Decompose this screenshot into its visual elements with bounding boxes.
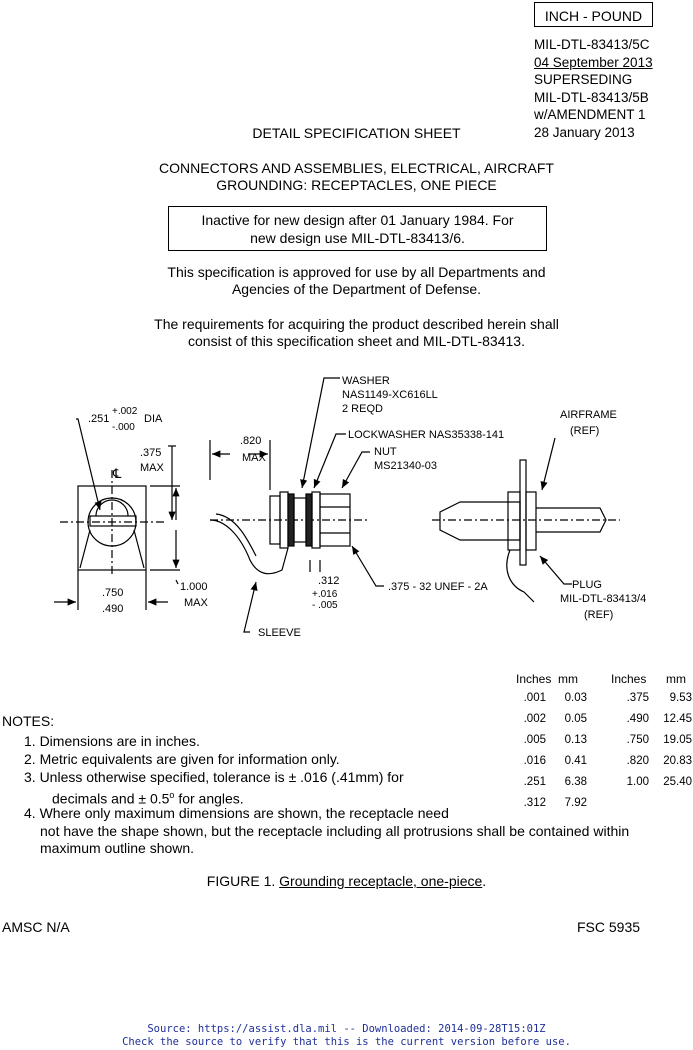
degree-sup: o: [169, 790, 175, 800]
dim-750-label: .750: [102, 587, 123, 599]
note-4a: 4. Where only maximum dimensions are sho…: [24, 805, 449, 821]
washer-qty: 2 REQD: [342, 403, 383, 415]
receptacle-drawing: ℄ .251 +.002 -.000 DIA .375 MAX 1.000 MA…: [54, 375, 646, 639]
approval-line-1: This specification is approved for use b…: [167, 264, 546, 280]
dim-375-label: .375: [140, 447, 161, 459]
inactive-line-2: new design use MIL-DTL-83413/6.: [250, 229, 465, 246]
note-3a: 3. Unless otherwise specified, tolerance…: [24, 769, 404, 785]
table-cell: 0.41: [564, 755, 587, 767]
source-notice: Source: https://assist.dla.mil -- Downlo…: [0, 1023, 693, 1049]
table-cell: .005: [523, 734, 546, 746]
spec-number: MIL-DTL-83413/5C: [534, 37, 650, 52]
tol-plus-002: +.002: [112, 406, 138, 417]
note-4c: maximum outline shown.: [40, 840, 195, 856]
table-cell: 0.05: [564, 713, 587, 725]
requirements-line-2: consist of this specification sheet and …: [188, 333, 525, 349]
amsc-label: AMSC N/A: [2, 919, 70, 935]
plug-part: MIL-DTL-83413/4: [560, 593, 646, 605]
header-inches-2: Inches: [611, 672, 647, 686]
table-cell: 20.83: [663, 755, 692, 767]
nut-label: NUT: [374, 446, 397, 458]
dim-375-max: MAX: [140, 462, 165, 474]
notes-title: NOTES:: [2, 713, 55, 729]
table-cell: 0.13: [564, 734, 587, 746]
airframe-label: AIRFRAME: [560, 409, 617, 421]
table-cell: .002: [523, 713, 546, 725]
dim-251-label: .251: [88, 413, 109, 425]
table-cell: 12.45: [663, 713, 692, 725]
plug-ref: (REF): [584, 609, 613, 621]
table-cell: .750: [626, 734, 649, 746]
inactive-line-1: Inactive for new design after 01 January…: [201, 212, 514, 228]
dia-label: DIA: [144, 413, 163, 425]
tol-minus-000: -.000: [112, 422, 135, 433]
header-inches-1: Inches: [516, 672, 552, 686]
amendment-label: w/AMENDMENT 1: [534, 107, 646, 123]
lockwasher-label: LOCKWASHER NAS35338-141: [348, 429, 504, 441]
superseded-date: 28 January 2013: [534, 124, 635, 140]
table-cell: .001: [523, 692, 546, 704]
table-cell: 25.40: [663, 776, 692, 788]
header-mm-1: mm: [558, 672, 578, 686]
table-cell: .375: [626, 692, 649, 704]
table-cell: 1.00: [626, 776, 649, 788]
figure-title: Grounding receptacle, one-piece: [279, 873, 483, 889]
fsc-label: FSC 5935: [577, 919, 641, 935]
requirements-line-1: The requirements for acquiring the produ…: [154, 316, 559, 332]
front-view: ℄ .251 +.002 -.000 DIA .375 MAX 1.000 MA…: [54, 406, 209, 615]
table-cell: .251: [523, 776, 546, 788]
side-view: .820 MAX WASHER NAS1149-XC616LL 2 REQD L…: [209, 375, 504, 639]
figure-end: .: [482, 873, 487, 889]
dim-820-label: .820: [240, 435, 261, 447]
washer-label: WASHER: [342, 375, 390, 387]
table-cell: .312: [523, 797, 546, 809]
spec-header: MIL-DTL-83413/5C 04 September 2013 SUPER…: [534, 36, 653, 142]
washer-part: NAS1149-XC616LL: [342, 389, 438, 401]
sheet-title: DETAIL SPECIFICATION SHEET: [252, 125, 461, 141]
note-1: 1. Dimensions are in inches.: [24, 733, 200, 749]
note-4b: not have the shape shown, but the recept…: [40, 823, 630, 839]
tol-plus-016: +.016: [312, 589, 338, 600]
note-2: 2. Metric equivalents are given for info…: [24, 751, 340, 767]
inactive-notice-box: Inactive for new design after 01 January…: [168, 206, 547, 251]
table-cell: .016: [523, 755, 546, 767]
note-3b-text: decimals and ± 0.5: [52, 790, 170, 807]
dim-490-label: .490: [102, 603, 123, 615]
centerline-symbol: ℄: [112, 466, 122, 481]
table-cell: .820: [626, 755, 649, 767]
superseding-label: SUPERSEDING: [534, 72, 633, 88]
table-cell: 0.03: [564, 692, 587, 704]
source-line-1: Source: https://assist.dla.mil -- Downlo…: [147, 1023, 546, 1035]
spec-date: 04 September 2013: [534, 54, 653, 70]
dim-1000-max: MAX: [184, 597, 209, 609]
plug-label: PLUG: [572, 579, 602, 591]
airframe-ref: (REF): [570, 425, 599, 437]
table-cell: .490: [626, 713, 649, 725]
dim-312-label: .312: [318, 575, 339, 587]
table-cell: 19.05: [663, 734, 692, 746]
table-cell: 7.92: [564, 797, 587, 809]
tol-minus-005: - .005: [312, 600, 338, 611]
subject-line-1: CONNECTORS AND ASSEMBLIES, ELECTRICAL, A…: [159, 160, 554, 176]
thread-label: .375 - 32 UNEF - 2A: [388, 581, 488, 593]
superseded-spec: MIL-DTL-83413/5B: [534, 89, 649, 105]
table-cell: 6.38: [564, 776, 587, 788]
note-3b: decimals and ± 0.5o for angles.: [52, 787, 244, 808]
subject-line-2: GROUNDING: RECEPTACLES, ONE PIECE: [216, 177, 497, 193]
dim-1000-label: 1.000: [180, 581, 208, 593]
dim-820-max: MAX: [242, 452, 267, 464]
approval-line-2: Agencies of the Department of Defense.: [231, 281, 482, 297]
header-mm-2: mm: [666, 672, 686, 686]
figure-caption: FIGURE 1. Grounding receptacle, one-piec…: [0, 873, 693, 889]
sleeve-label: SLEEVE: [258, 627, 301, 639]
installed-view: AIRFRAME (REF) PLUG MIL-DTL-83413/4 (REF…: [432, 409, 646, 621]
source-line-2: Check the source to verify that this is …: [122, 1036, 571, 1048]
unit-system-box: INCH - POUND: [534, 2, 653, 27]
figure-label: FIGURE 1.: [206, 873, 280, 889]
note-3b-end: for angles.: [174, 790, 244, 807]
nut-part: MS21340-03: [374, 460, 437, 472]
table-cell: 9.53: [669, 692, 692, 704]
